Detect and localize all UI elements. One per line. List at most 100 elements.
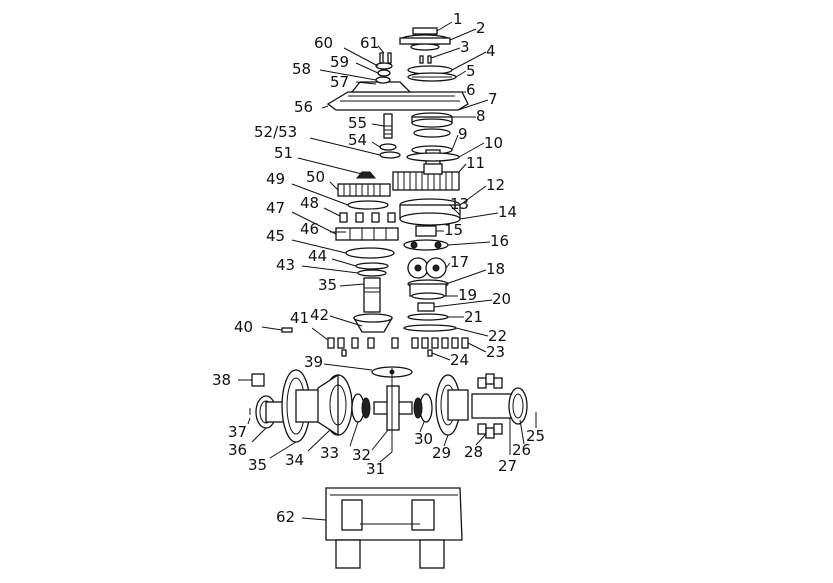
callout-61: 61 <box>360 34 379 52</box>
part-washers-54 <box>379 143 401 159</box>
part-top-cap <box>399 27 451 51</box>
callout-48: 48 <box>300 194 319 212</box>
part-bracket-38 <box>251 373 265 387</box>
part-rings-43-45 <box>345 247 395 277</box>
callout-21: 21 <box>464 308 483 326</box>
callout-40: 40 <box>234 318 253 336</box>
callout-55: 55 <box>348 114 367 132</box>
part-diff-housing-right-29 <box>435 374 469 436</box>
callout-4: 4 <box>486 42 496 60</box>
part-bolts-48 <box>339 212 396 223</box>
callout-62: 62 <box>276 508 295 526</box>
callout-14: 14 <box>498 203 517 221</box>
callout-9: 9 <box>458 125 468 143</box>
callout-7: 7 <box>488 90 498 108</box>
callout-49: 49 <box>266 170 285 188</box>
part-seal-ring <box>407 65 457 82</box>
callout-31: 31 <box>366 460 385 478</box>
callout-1: 1 <box>453 10 463 28</box>
callout-18: 18 <box>486 260 505 278</box>
callout-2: 2 <box>476 19 486 37</box>
part-lower-frame-62 <box>325 487 463 569</box>
part-cover-plate <box>326 81 469 111</box>
callout-35-drum: 35 <box>248 456 267 474</box>
part-pinion-shaft-55 <box>383 113 393 139</box>
callout-32: 32 <box>352 446 371 464</box>
callout-37: 37 <box>228 423 247 441</box>
part-bushing-15 <box>403 225 449 251</box>
part-spindle-35 <box>363 277 381 313</box>
part-ring-49 <box>347 200 389 210</box>
part-large-gear-11 <box>392 163 460 191</box>
part-bolt-row-left-41 <box>327 337 399 349</box>
part-brake-drum-35 <box>281 369 321 443</box>
part-upper-bearing <box>411 112 453 138</box>
callout-45: 45 <box>266 227 285 245</box>
callout-25: 25 <box>526 427 545 445</box>
callout-11: 11 <box>466 154 485 172</box>
callout-38: 38 <box>212 371 231 389</box>
callout-51: 51 <box>274 144 293 162</box>
callout-43: 43 <box>276 256 295 274</box>
part-small-bolts <box>419 55 432 64</box>
part-cone-51 <box>355 171 377 179</box>
callout-56: 56 <box>294 98 313 116</box>
part-spider-32 <box>373 368 413 452</box>
callout-60: 60 <box>314 34 333 52</box>
part-carrier-18 <box>407 279 449 300</box>
callout-27: 27 <box>498 457 517 475</box>
part-gear-50 <box>337 183 391 197</box>
part-hub-bolts-28 <box>477 373 503 439</box>
callout-57: 57 <box>330 73 349 91</box>
callout-54: 54 <box>348 131 367 149</box>
callout-52-53: 52/53 <box>254 123 297 141</box>
leader-lines <box>238 21 537 521</box>
callout-3: 3 <box>460 38 470 56</box>
part-side-gear-30 <box>413 393 433 423</box>
part-diff-housing-left-34 <box>317 373 353 437</box>
callout-12: 12 <box>486 176 505 194</box>
callout-22: 22 <box>488 327 507 345</box>
callout-41: 41 <box>290 309 309 327</box>
part-cone-42 <box>352 313 394 333</box>
callout-44: 44 <box>308 247 327 265</box>
callout-42: 42 <box>310 306 329 324</box>
callout-19: 19 <box>458 286 477 304</box>
callout-labels: 1 2 3 4 5 6 7 8 9 10 11 12 13 14 15 16 1… <box>212 10 545 526</box>
part-pins-24 <box>341 349 433 357</box>
callout-8: 8 <box>476 107 486 125</box>
part-bearing-housing-12 <box>399 198 461 226</box>
callout-6: 6 <box>466 81 476 99</box>
callout-36: 36 <box>228 441 247 459</box>
part-right-hub-26 <box>471 387 528 425</box>
part-bolt-row-right-23 <box>411 337 469 349</box>
part-side-gear-33 <box>351 393 371 423</box>
callout-30: 30 <box>414 430 433 448</box>
callout-17: 17 <box>450 253 469 271</box>
callout-47: 47 <box>266 199 285 217</box>
callout-26: 26 <box>512 441 531 459</box>
part-pin-40 <box>281 327 293 333</box>
callout-59: 59 <box>330 53 349 71</box>
callout-39: 39 <box>304 353 323 371</box>
callout-58: 58 <box>292 60 311 78</box>
part-plate-46 <box>335 227 399 241</box>
part-planet-gears-17 <box>407 257 447 279</box>
callout-46: 46 <box>300 220 319 238</box>
callout-29: 29 <box>432 444 451 462</box>
callout-33: 33 <box>320 444 339 462</box>
callout-23: 23 <box>486 343 505 361</box>
callout-50: 50 <box>306 168 325 186</box>
callout-35-spindle: 35 <box>318 276 337 294</box>
callout-34: 34 <box>285 451 304 469</box>
callout-15: 15 <box>444 221 463 239</box>
callout-16: 16 <box>490 232 509 250</box>
callout-13: 13 <box>450 195 469 213</box>
callout-28: 28 <box>464 443 483 461</box>
callout-24: 24 <box>450 351 469 369</box>
part-cover-bolts <box>375 52 393 84</box>
callout-20: 20 <box>492 290 511 308</box>
callout-5: 5 <box>466 62 476 80</box>
